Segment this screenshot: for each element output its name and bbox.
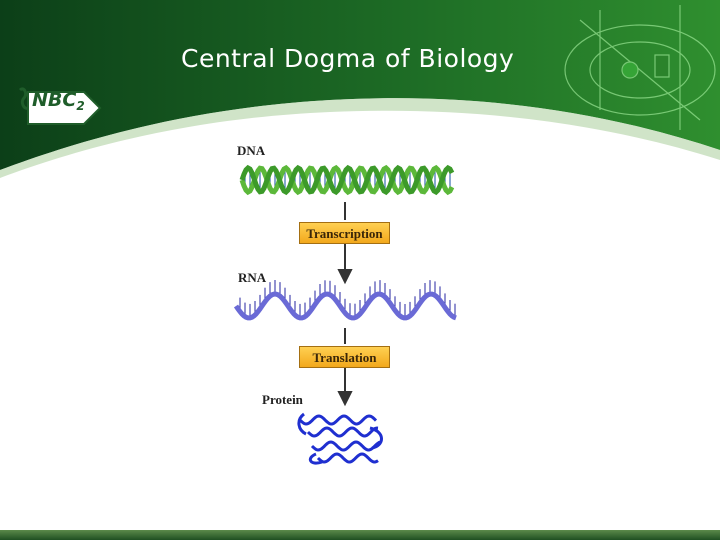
- nbc2-logo-icon: [18, 87, 102, 125]
- logo-text: NBC2: [32, 89, 85, 113]
- dna-label: DNA: [237, 143, 266, 158]
- slide-title: Central Dogma of Biology: [181, 44, 515, 73]
- protein-label: Protein: [262, 392, 303, 407]
- header-banner: [0, 0, 720, 178]
- lab-equipment-graphic: [564, 5, 716, 130]
- rna-label: RNA: [238, 270, 267, 285]
- protein-structure-icon: [297, 412, 383, 465]
- dna-double-helix-icon: [239, 164, 455, 196]
- footer-bar: [0, 530, 720, 540]
- arrowhead-protein: [337, 391, 353, 407]
- arrowhead-rna: [337, 269, 353, 285]
- translation-box: Translation: [299, 346, 390, 368]
- transcription-box: Transcription: [299, 222, 390, 244]
- rna-strand-icon: [233, 280, 457, 321]
